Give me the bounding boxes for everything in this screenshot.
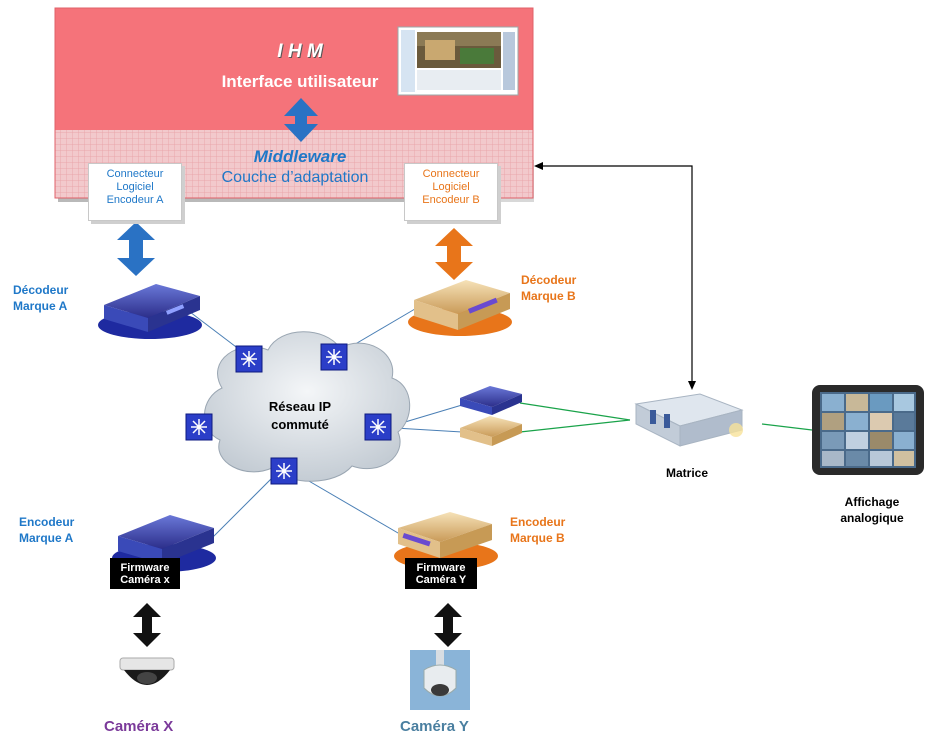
matrix-links [519, 402, 813, 433]
connector-b-decoder-b-arrow [435, 228, 473, 280]
ihm-subtitle: Interface utilisateur [221, 72, 379, 91]
decoder-a-device [98, 284, 202, 339]
matrix-device [634, 393, 744, 447]
arrowhead-middleware [534, 162, 543, 170]
arrowhead-matrix [688, 381, 696, 390]
analog-display-device [812, 385, 924, 475]
firmware-y-line2: Caméra Y [415, 574, 467, 586]
decoder-b-device [408, 280, 512, 336]
decoder-a-label: Décodeur Marque A [13, 282, 68, 314]
ihm-middleware-arrow [284, 98, 318, 142]
encoder-a-line1: Encodeur [19, 515, 75, 529]
display-line2: analogique [840, 511, 904, 525]
matrix-label: Matrice [666, 466, 709, 480]
encoder-b-line1: Encodeur [510, 515, 566, 529]
middleware-matrix-link [540, 165, 693, 384]
encoder-b-line2: Marque B [510, 531, 565, 545]
firmware-x-line1: Firmware [120, 562, 170, 574]
ihm-title: I H M [277, 41, 323, 62]
encoder-a-label: Encodeur Marque A [19, 514, 74, 546]
network-label: Réseau IP commuté [262, 398, 338, 434]
firmware-y-camera-arrow [434, 603, 462, 647]
display-line1: Affichage [844, 495, 900, 509]
connector-a-line2: Logiciel [116, 181, 154, 193]
connector-b-line2: Logiciel [432, 181, 470, 193]
encoder-b-label: Encodeur Marque B [510, 514, 565, 546]
middleware-subtitle: Couche d’adaptation [221, 169, 369, 186]
connector-b-line3: Encodeur B [422, 194, 480, 206]
connector-a-decoder-a-arrow [117, 222, 155, 276]
middleware-title: Middleware [253, 147, 347, 166]
decoder-b-label: Décodeur Marque B [521, 272, 576, 304]
matrix-input-devices [460, 386, 522, 446]
encoder-a-line2: Marque A [19, 531, 74, 545]
network-switches [185, 343, 392, 485]
connector-a: Connecteur Logiciel Encodeur A [88, 163, 182, 221]
network-line1: Réseau IP [268, 399, 332, 414]
firmware-x-camera-arrow [133, 603, 161, 647]
connector-a-line1: Connecteur [106, 168, 164, 180]
camera-x-label: Caméra X [104, 718, 174, 735]
hmi-screenshot-thumbnail [397, 26, 519, 96]
connector-b-line1: Connecteur [422, 168, 480, 180]
firmware-x-line2: Caméra x [120, 574, 170, 586]
network-line2: commuté [271, 417, 329, 432]
camera-y-photo [410, 650, 470, 710]
connector-b: Connecteur Logiciel Encodeur B [404, 163, 498, 221]
decoder-a-line1: Décodeur [13, 283, 69, 297]
display-label: Affichage analogique [820, 494, 924, 526]
firmware-y-box: Firmware Caméra Y [405, 558, 477, 589]
decoder-b-line1: Décodeur [521, 273, 577, 287]
camera-x-dome [119, 657, 175, 685]
decoder-b-line2: Marque B [521, 289, 576, 303]
firmware-x-box: Firmware Caméra x [110, 558, 180, 589]
firmware-y-line1: Firmware [416, 562, 466, 574]
decoder-a-line2: Marque A [13, 299, 68, 313]
camera-y-label: Caméra Y [400, 718, 469, 735]
connector-a-line3: Encodeur A [106, 194, 164, 206]
